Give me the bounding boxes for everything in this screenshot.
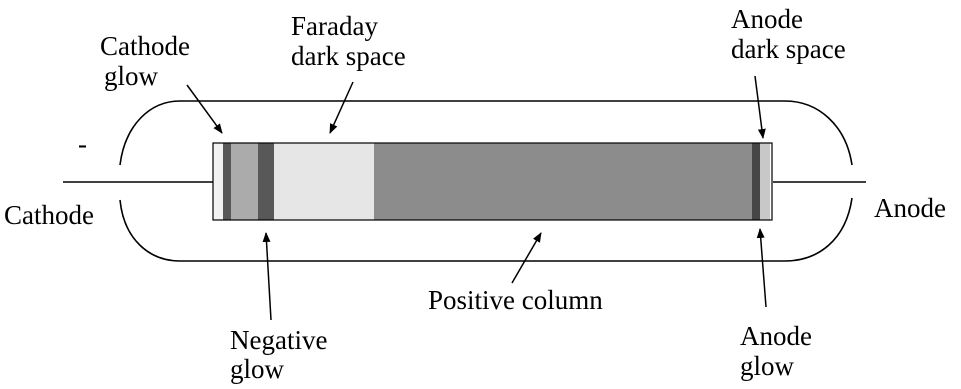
label-positive-column: Positive column [428,285,603,315]
arrow-negative-glow [262,232,272,321]
label-anode-dark-space: Anode dark space [731,4,846,64]
arrow-positive-column [511,232,542,284]
discharge-column [212,142,773,221]
label-cathode-glow: Cathode glow [100,31,197,91]
label-negative-glow: Negative glow [230,325,334,384]
tube-left-cap-upper [119,100,181,166]
positive-column-region [374,143,752,220]
label-faraday-dark-space: Faraday dark space [291,11,406,71]
tube-left-cap-lower [119,199,181,262]
tube-right-cap-upper [784,100,853,166]
label-anode: Anode [874,193,946,223]
tube-right-cap-lower [784,197,853,262]
anode-glow-region [760,143,770,220]
anode-dark-space-region [752,143,760,220]
cathode-edge-region [213,143,223,220]
arrow-faraday-dark-space [329,81,354,134]
label-anode-glow: Anode glow [740,321,819,381]
arrow-cathode-glow [186,84,223,134]
label-cathode: Cathode [4,200,94,230]
discharge-outline [212,142,773,221]
cathode-dark-space-region [231,143,258,220]
faraday-dark-space-region [274,143,374,220]
cathode-glow-region [223,143,231,220]
negative-glow-region [258,143,274,220]
label-minus-sign: - [78,129,87,159]
arrow-anode-glow [756,228,767,308]
glass-tube [119,100,853,262]
arrow-anode-dark-space [754,75,766,139]
